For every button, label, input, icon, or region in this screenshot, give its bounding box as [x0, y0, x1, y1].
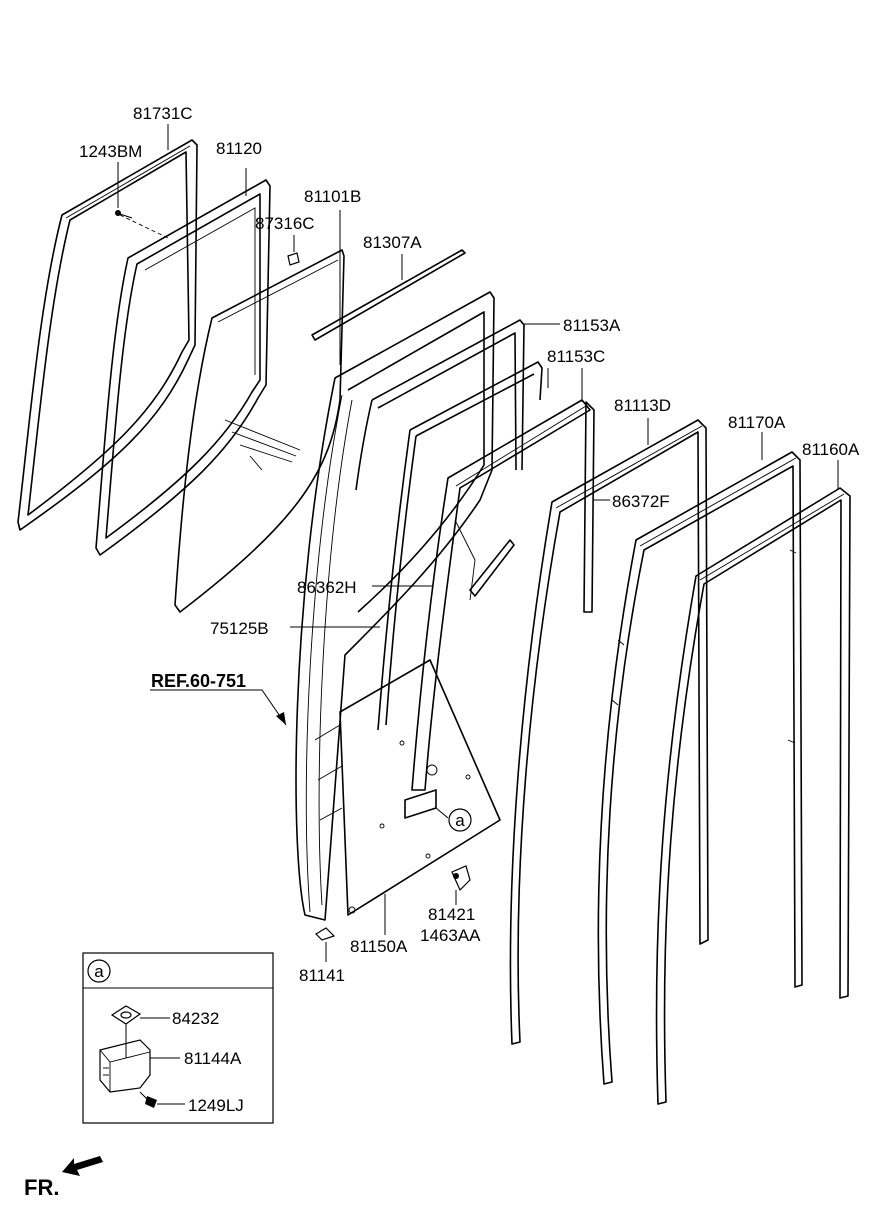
part-81141-clip	[315, 927, 336, 941]
part-1249lj-screw	[145, 1096, 157, 1108]
svg-text:81144A: 81144A	[184, 1049, 242, 1068]
part-1243bm-screw	[115, 210, 133, 219]
part-81153c-run-channel	[377, 361, 543, 731]
label-87316c: 87316C	[255, 214, 315, 233]
part-81731c-weatherstrip	[17, 139, 198, 531]
label-ref-60-751: REF.60-751	[151, 671, 246, 691]
label-81120: 81120	[216, 139, 262, 158]
part-81101b-door-glass	[174, 249, 345, 613]
callout-marker-a: a	[448, 808, 472, 832]
label-81101b: 81101B	[304, 187, 361, 206]
svg-text:a: a	[455, 811, 465, 830]
label-1243bm: 1243BM	[79, 142, 142, 161]
label-81113d: 81113D	[614, 396, 671, 415]
label-1463aa: 1463AA	[420, 926, 481, 945]
leader-lines	[117, 124, 839, 962]
part-86362h-garnish	[411, 399, 591, 791]
label-81160a: 81160A	[802, 440, 860, 459]
part-81153a-run-channel	[355, 319, 525, 491]
label-81170a: 81170A	[728, 413, 786, 432]
label-81150a: 81150A	[350, 937, 408, 956]
part-81307a-strip	[311, 249, 466, 341]
part-81170a-weatherstrip	[597, 451, 803, 1085]
svg-text:FR.: FR.	[24, 1175, 59, 1200]
label-81421: 81421	[428, 905, 475, 924]
part-81144a-block	[99, 1039, 151, 1093]
svg-text:a: a	[94, 962, 104, 981]
part-87316c-clip	[287, 252, 300, 266]
svg-text:1249LJ: 1249LJ	[188, 1096, 244, 1115]
label-86372f: 86372F	[612, 492, 670, 511]
label-81307a: 81307A	[363, 233, 422, 252]
part-81421-fastener	[451, 865, 471, 892]
label-81731c: 81731C	[133, 104, 193, 123]
label-81153c: 81153C	[547, 347, 605, 366]
label-81153a: 81153A	[563, 316, 621, 335]
front-direction-indicator: FR.	[24, 1156, 103, 1200]
label-81141: 81141	[299, 966, 345, 985]
front-arrow-icon	[62, 1156, 103, 1176]
part-86372f-garnish	[583, 401, 595, 613]
part-81120-door-frame	[95, 179, 271, 556]
part-81160a-weatherstrip	[655, 487, 851, 1105]
detail-box-a: a 84232 81144A 1249LJ	[82, 952, 274, 1124]
svg-text:84232: 84232	[172, 1009, 219, 1028]
label-86362h: 86362H	[297, 578, 357, 597]
detail-box-marker	[87, 959, 111, 983]
part-labels: 81731C 1243BM 81120 81101B 87316C 81307A…	[79, 104, 860, 985]
part-81113d-weatherstrip	[509, 419, 709, 1045]
label-75125b: 75125B	[210, 619, 269, 638]
